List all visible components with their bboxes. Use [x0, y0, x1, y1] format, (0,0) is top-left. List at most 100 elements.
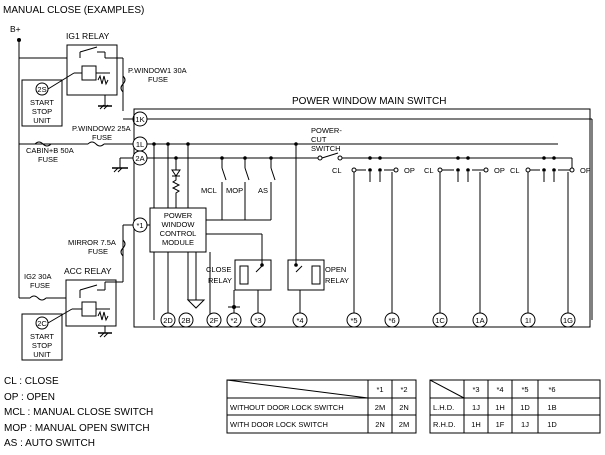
mcl-label: MCL [201, 186, 217, 195]
table2-header-4: *6 [548, 385, 555, 394]
ig2-fuse-label-2: FUSE [30, 281, 50, 290]
table2-row2-c2: 1F [496, 420, 505, 429]
module-line-3: CONTROL [160, 229, 197, 238]
connector-1k-label: 1K [135, 115, 144, 124]
pwindow1-fuse-label-2: FUSE [148, 75, 168, 84]
close-relay-box [234, 259, 272, 291]
ig2-fuse [29, 295, 47, 301]
close-relay-label: CLOSE [206, 265, 231, 274]
mirror-fuse-label: MIRROR 7.5A [68, 238, 116, 247]
cl-label-2: CL [424, 166, 434, 175]
acc-relay-contact [79, 284, 98, 291]
module-ground [186, 299, 206, 309]
table2-row1-c2: 1H [495, 403, 505, 412]
mirror-fuse [120, 239, 126, 257]
module-line-4: MODULE [162, 238, 194, 247]
legend-item-mop: MOP : MANUAL OPEN SWITCH [4, 422, 150, 434]
cl-label-1: CL [332, 166, 342, 175]
connector-2s-label: 2S [37, 85, 46, 94]
connector-star3 [250, 312, 266, 328]
connector-star2-label: *2 [230, 316, 237, 325]
start-stop-unit-acc [21, 313, 63, 361]
table1-row1-c1: 2M [375, 403, 385, 412]
led-resistor [171, 176, 181, 208]
table2-header-1: *3 [472, 385, 479, 394]
table1-header-2: *2 [400, 385, 407, 394]
as-label: AS [258, 186, 268, 195]
open-relay-contact [295, 265, 303, 273]
acc-relay-box [65, 279, 117, 327]
pwindow1-fuse [120, 75, 126, 93]
table2-row2-c1: 1H [471, 420, 481, 429]
power-cut-label-1: POWER- [311, 126, 342, 135]
pw-main-switch-label: POWER WINDOW MAIN SWITCH [292, 96, 446, 107]
connector-star5-label: *5 [350, 316, 357, 325]
pw-main-switch-frame [133, 108, 591, 328]
table2-row2-c3: 1J [521, 420, 529, 429]
close-relay-coil [239, 265, 249, 285]
mcl-switch [221, 167, 227, 181]
connector-2f [206, 312, 222, 328]
acc-relay-coil [81, 301, 97, 317]
connector-star1-label: *1 [136, 221, 143, 230]
pwindow2-fuse-label-2: FUSE [92, 133, 112, 142]
connector-star5 [346, 312, 362, 328]
connector-2c-label: 2C [37, 319, 47, 328]
table2-header-3: *5 [521, 385, 528, 394]
power-cut-label-3: SWITCH [311, 144, 341, 153]
unit-acc-line-2: STOP [32, 341, 52, 350]
bottom-connectors: 2D 2B 2F *2 *3 *4 *5 *6 1C 1A 1I 1G [160, 312, 576, 328]
connector-2d-label: 2D [163, 316, 173, 325]
diagram-title: MANUAL CLOSE (EXAMPLES) [3, 5, 144, 16]
connector-1i-label: 1I [525, 316, 531, 325]
connector-2b-label: 2B [181, 316, 190, 325]
module-line-2: WINDOW [162, 220, 196, 229]
unit-ig1-line-1: START [30, 98, 54, 107]
connector-1c-label: 1C [435, 316, 445, 325]
connector-star6 [384, 312, 400, 328]
power-cut-label-2: CUT [311, 135, 327, 144]
op-label-2: OP [494, 166, 505, 175]
unit-acc-line-1: START [30, 332, 54, 341]
lhd-rhd-table: *3 *4 *5 *6 L.H.D. 1J 1H 1D 1B R.H.D. 1H… [429, 379, 601, 434]
connector-star4 [292, 312, 308, 328]
table1-row1-c2: 2N [399, 403, 409, 412]
pwindow2-fuse-label: P.WINDOW2 25A [72, 124, 131, 133]
connector-star4-label: *4 [296, 316, 303, 325]
connector-1a-label: 1A [475, 316, 484, 325]
table2-row1-c1: 1J [472, 403, 480, 412]
mop-switch [244, 167, 250, 181]
open-relay-label-2: RELAY [325, 276, 349, 285]
acc-relay-label: ACC RELAY [64, 266, 112, 276]
cabin-fuse [34, 141, 52, 147]
connector-2a-label: 2A [135, 154, 144, 163]
connector-star6-label: *6 [388, 316, 395, 325]
window-switch-group-1: CL OP [332, 156, 415, 320]
op-label-1: OP [404, 166, 415, 175]
table1-header-1: *1 [376, 385, 383, 394]
door-lock-table: *1 *2 WITHOUT DOOR LOCK SWITCH 2M 2N WIT… [226, 379, 417, 434]
power-cut-switch [317, 155, 323, 161]
pwindow1-fuse-label: P.WINDOW1 30A [128, 66, 187, 75]
connector-2f-label: 2F [210, 316, 219, 325]
connector-1a [472, 312, 488, 328]
table2-row2-c4: 1D [547, 420, 557, 429]
table2-header-2: *4 [496, 385, 503, 394]
window-switch-group-2: CL OP [424, 156, 505, 320]
table2-row1-label: L.H.D. [433, 403, 454, 412]
legend-item-op: OP : OPEN [4, 391, 55, 403]
table2-row1-c4: 1B [547, 403, 556, 412]
ig1-relay-label: IG1 RELAY [66, 31, 110, 41]
open-relay-box [287, 259, 325, 291]
indicator-led [171, 169, 181, 177]
connector-1c [432, 312, 448, 328]
cl-label-3: CL [510, 166, 520, 175]
close-relay-contact [255, 265, 263, 273]
connector-star3-label: *3 [254, 316, 261, 325]
table1-row1-label: WITHOUT DOOR LOCK SWITCH [230, 403, 344, 412]
ig1-relay-coil [81, 65, 97, 81]
connector-1i [520, 312, 536, 328]
unit-ig1-line-3: UNIT [33, 116, 51, 125]
cabin-fuse-label-2: FUSE [38, 155, 58, 164]
